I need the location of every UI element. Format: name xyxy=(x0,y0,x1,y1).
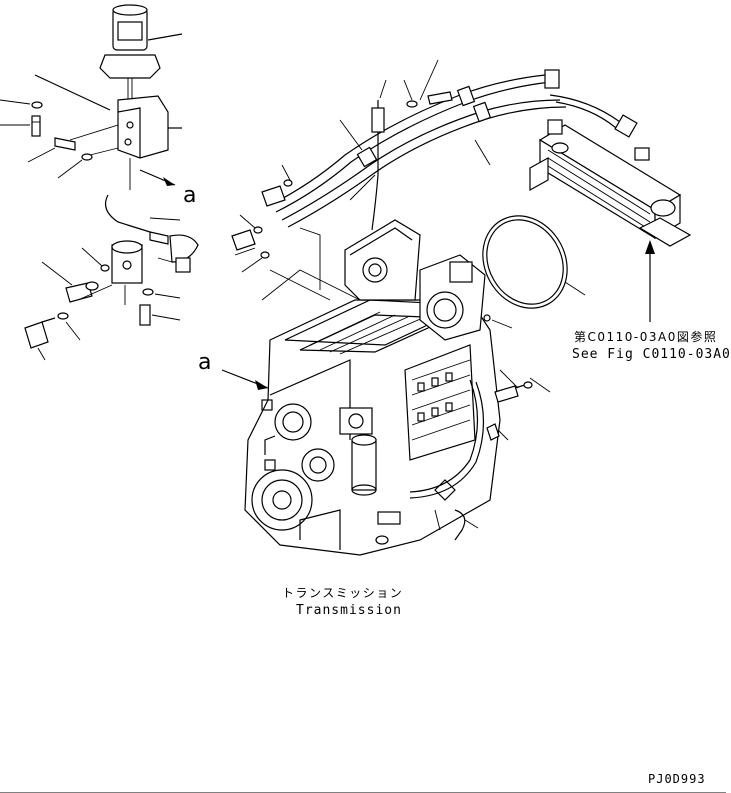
hoses-and-pipes xyxy=(269,59,638,231)
oil-cooler xyxy=(529,119,692,322)
lower-left-fittings xyxy=(24,247,181,361)
callout-a-lower: a xyxy=(198,350,212,375)
o-ring xyxy=(482,215,586,329)
reference-note-en: See Fig C0110-03A0 xyxy=(572,347,731,362)
reference-note-jp: 第C0110-03A0図参照 xyxy=(574,330,718,344)
drawing-code: PJ0D993 xyxy=(648,772,706,786)
mounting-bracket xyxy=(117,95,182,159)
valve-block xyxy=(105,194,199,284)
callout-a-upper: a xyxy=(183,183,197,208)
caption-jp: トランスミッション xyxy=(282,586,404,600)
right-hardware xyxy=(434,369,551,541)
transmission-body xyxy=(244,219,501,556)
solenoid-assembly xyxy=(99,4,183,100)
hose-fittings xyxy=(231,164,293,273)
upper-left-hardware xyxy=(0,74,119,179)
caption-en: Transmission xyxy=(296,603,402,618)
